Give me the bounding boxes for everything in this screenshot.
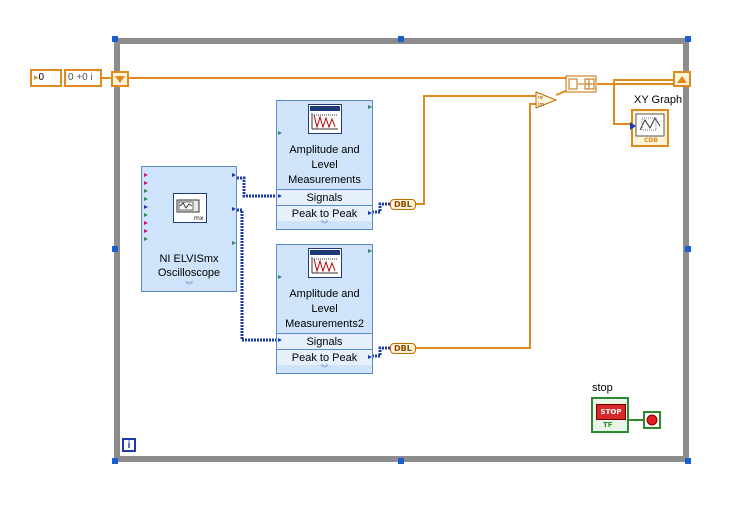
resize-handle[interactable] — [398, 458, 404, 464]
expand-chevron-icon[interactable]: ︾ — [320, 220, 329, 229]
shift-register-left — [111, 71, 129, 87]
amp1-title-line2: Level — [311, 159, 338, 171]
resize-handle[interactable] — [112, 36, 118, 42]
xy-graph-label: XY Graph — [634, 94, 683, 106]
stop-button-face: STOP — [596, 404, 626, 420]
amp2-title-line2: Level — [311, 303, 338, 315]
resize-handle[interactable] — [685, 246, 691, 252]
complex-value: 0 +0 i — [68, 72, 93, 83]
amp1-title-line3: Measurements — [288, 174, 361, 186]
numeric-increment-icon: ▸ — [34, 72, 39, 82]
elvis-title-line1: NI ELVISmx — [159, 253, 219, 265]
amplitude-measurements2-vi[interactable]: Amplitude and Level Measurements2 Signal… — [276, 244, 373, 374]
shift-register-right — [673, 71, 691, 87]
wire-peak-2 — [372, 346, 392, 358]
dbl1-label: DBL — [394, 200, 412, 209]
complex-control[interactable]: 0 +0 i — [64, 69, 102, 87]
oscilloscope-icon: mx — [173, 193, 207, 223]
complex-bundle-node: re im — [535, 91, 558, 109]
amp2-signals-terminal[interactable]: Signals — [277, 333, 372, 349]
amp2-title-line1: Amplitude and — [289, 288, 360, 300]
dbl2-label: DBL — [394, 344, 412, 353]
iteration-terminal-icon[interactable]: i — [122, 438, 136, 452]
wire-signal-1 — [237, 176, 276, 198]
mx-badge: mx — [194, 215, 204, 222]
svg-text:re: re — [538, 95, 543, 101]
stop-label: stop — [592, 382, 613, 394]
svg-text:im: im — [538, 102, 544, 108]
boolean-type-tag: TF — [603, 421, 613, 429]
amp1-peak-to-peak-terminal[interactable]: Peak to Peak — [277, 205, 372, 221]
wire-shift-register — [613, 79, 676, 84]
wire-to-xy-graph — [600, 83, 632, 125]
wire-peak-1 — [372, 202, 392, 214]
amp1-signals-label: Signals — [306, 192, 343, 204]
amp1-title-line1: Amplitude and — [289, 144, 360, 156]
amp2-signals-label: Signals — [306, 336, 343, 348]
amp1-signals-terminal[interactable]: Signals — [277, 189, 372, 205]
convert-dbl-node-1[interactable]: DBL — [390, 199, 416, 210]
amplitude-icon — [308, 104, 342, 134]
amp2-terminal-arrows — [278, 249, 372, 359]
stop-condition-icon — [628, 411, 661, 429]
input-terminals-icon — [144, 173, 236, 245]
resize-handle[interactable] — [112, 458, 118, 464]
xy-graph-tag: CDB — [644, 137, 658, 144]
amp1-peak-label: Peak to Peak — [291, 208, 358, 220]
resize-handle[interactable] — [398, 36, 404, 42]
resize-handle[interactable] — [112, 246, 118, 252]
elvis-oscilloscope-vi[interactable]: mx NI ELVISmx Oscilloscope ︾ — [141, 166, 237, 292]
expand-chevron-icon[interactable]: ︾ — [185, 281, 193, 290]
numeric-control[interactable]: ▸0 — [30, 69, 62, 87]
amplitude-measurements-vi[interactable]: Amplitude and Level Measurements Signals… — [276, 100, 373, 230]
wire-dbl2 — [416, 103, 536, 349]
convert-dbl-node-2[interactable]: DBL — [390, 343, 416, 354]
stop-button-terminal[interactable]: STOP TF — [591, 397, 629, 433]
expand-chevron-icon[interactable]: ︾ — [320, 364, 329, 373]
iteration-glyph: i — [127, 440, 131, 451]
amp2-title-line3: Measurements2 — [285, 318, 364, 330]
amp1-terminal-arrows — [278, 105, 372, 215]
amp2-peak-label: Peak to Peak — [291, 352, 358, 364]
amp2-peak-to-peak-terminal[interactable]: Peak to Peak — [277, 349, 372, 365]
numeric-value: 0 — [38, 72, 45, 83]
wire-signal-2 — [237, 208, 276, 342]
resize-handle[interactable] — [685, 458, 691, 464]
amplitude-icon — [308, 248, 342, 278]
xy-graph-terminal — [630, 109, 669, 147]
elvis-title-line2: Oscilloscope — [157, 267, 221, 279]
resize-handle[interactable] — [685, 36, 691, 42]
wire-dbl1 — [416, 95, 536, 205]
build-array-node — [565, 75, 597, 93]
